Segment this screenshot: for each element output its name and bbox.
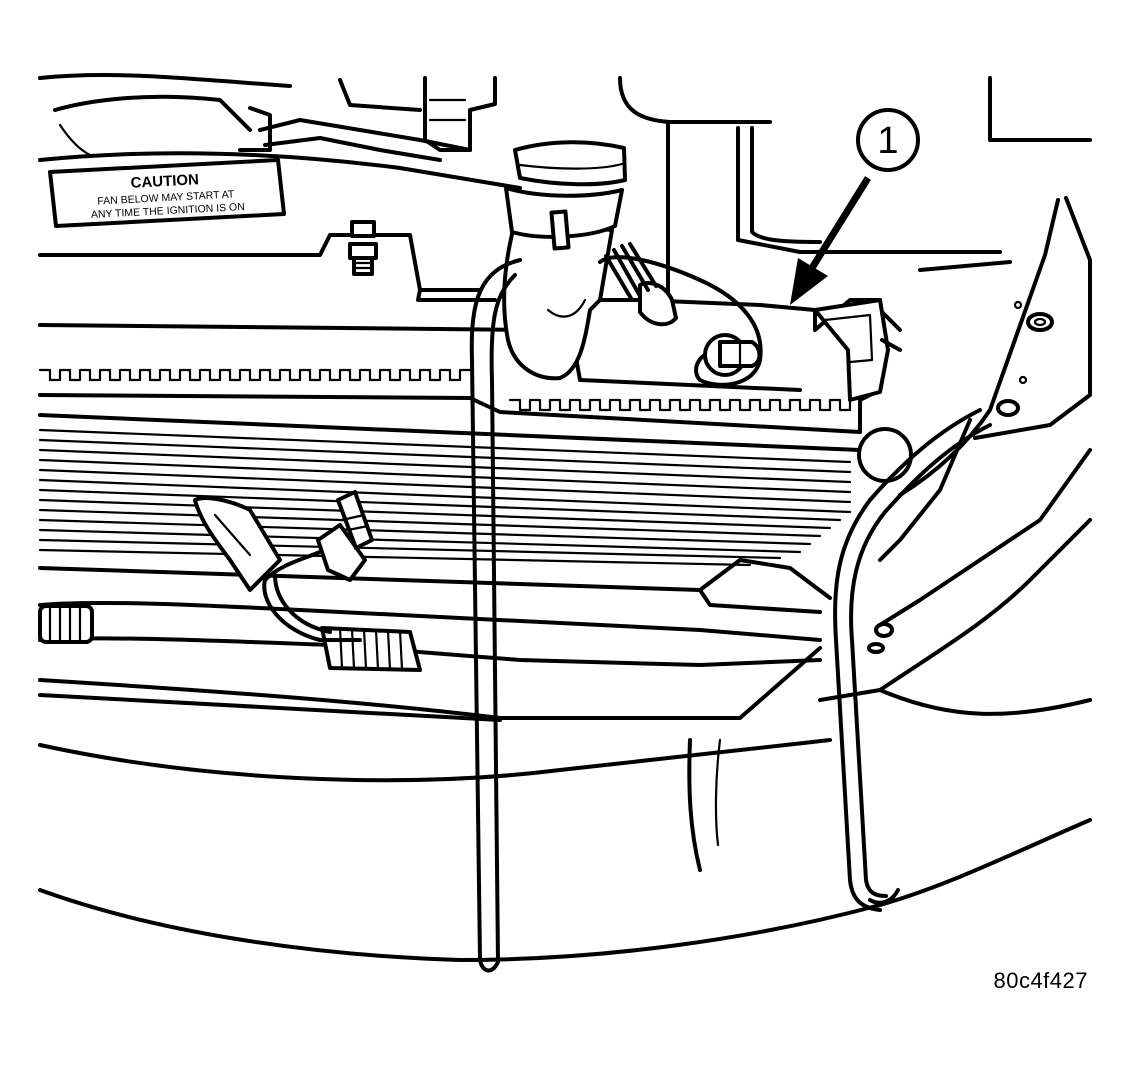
caution-decal: CAUTION FAN BELOW MAY START AT ANY TIME … <box>48 158 286 228</box>
callout-circle <box>856 108 920 172</box>
frame-rail <box>818 196 1092 702</box>
callout-arrow-head <box>790 258 828 305</box>
radiator-core <box>38 428 852 614</box>
lower-fascia <box>38 688 1092 962</box>
callout-1: 1 <box>790 108 920 305</box>
tank-side-clip <box>813 298 913 483</box>
upper-hose <box>502 140 627 381</box>
sensor-connector <box>598 242 763 387</box>
callout-arrow-shaft <box>809 176 871 270</box>
wiring-harness <box>193 490 374 642</box>
mounting-bolt <box>348 220 378 276</box>
callout-number: 1 <box>877 120 898 162</box>
lower-lines <box>38 600 822 722</box>
caution-heading: CAUTION <box>130 171 199 192</box>
dipstick-tube <box>469 258 522 973</box>
right-line <box>833 408 992 912</box>
figure-code: 80c4f427 <box>993 968 1088 993</box>
